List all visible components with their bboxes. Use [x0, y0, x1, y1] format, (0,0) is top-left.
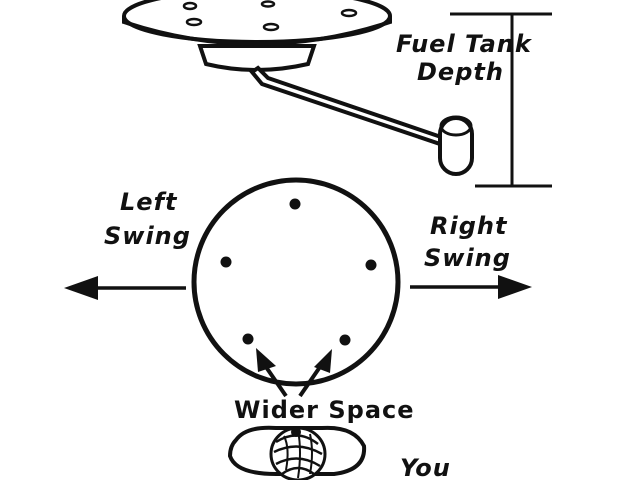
bolt-circle-icon [191, 177, 401, 387]
person-head-icon [227, 425, 367, 480]
left-label: Left [120, 188, 178, 216]
bolt-hole-lower-left [242, 333, 254, 345]
you-label: You [400, 454, 451, 482]
bolt-hole-right [365, 259, 377, 271]
left-swing-label: Swing [104, 222, 191, 250]
float-icon [438, 116, 474, 176]
wider-space-arrows-icon [256, 348, 332, 398]
right-label: Right [430, 212, 508, 240]
flange-hole [185, 17, 203, 27]
bolt-hole-top [289, 198, 301, 210]
depth-label: Depth [417, 58, 504, 86]
wider-space-label: Wider Space [234, 396, 415, 424]
bolt-hole-lower-right [339, 334, 351, 346]
swing-arrow-left-icon [64, 276, 186, 300]
sender-assembly-icon [122, 0, 474, 176]
swing-arrow-right-icon [410, 275, 532, 299]
float-end [439, 115, 473, 137]
flange-hole [260, 0, 276, 8]
flange-hole [262, 22, 280, 32]
depth-bracket-icon [450, 12, 552, 188]
sender-flange-icon [122, 0, 392, 44]
flange-hole [340, 8, 358, 18]
sender-flange-rim [122, 16, 392, 46]
flange-hole [182, 1, 198, 11]
bolt-hole-left [220, 256, 232, 268]
fuel-tank-label: Fuel Tank [396, 30, 532, 58]
right-swing-label: Swing [424, 244, 511, 272]
